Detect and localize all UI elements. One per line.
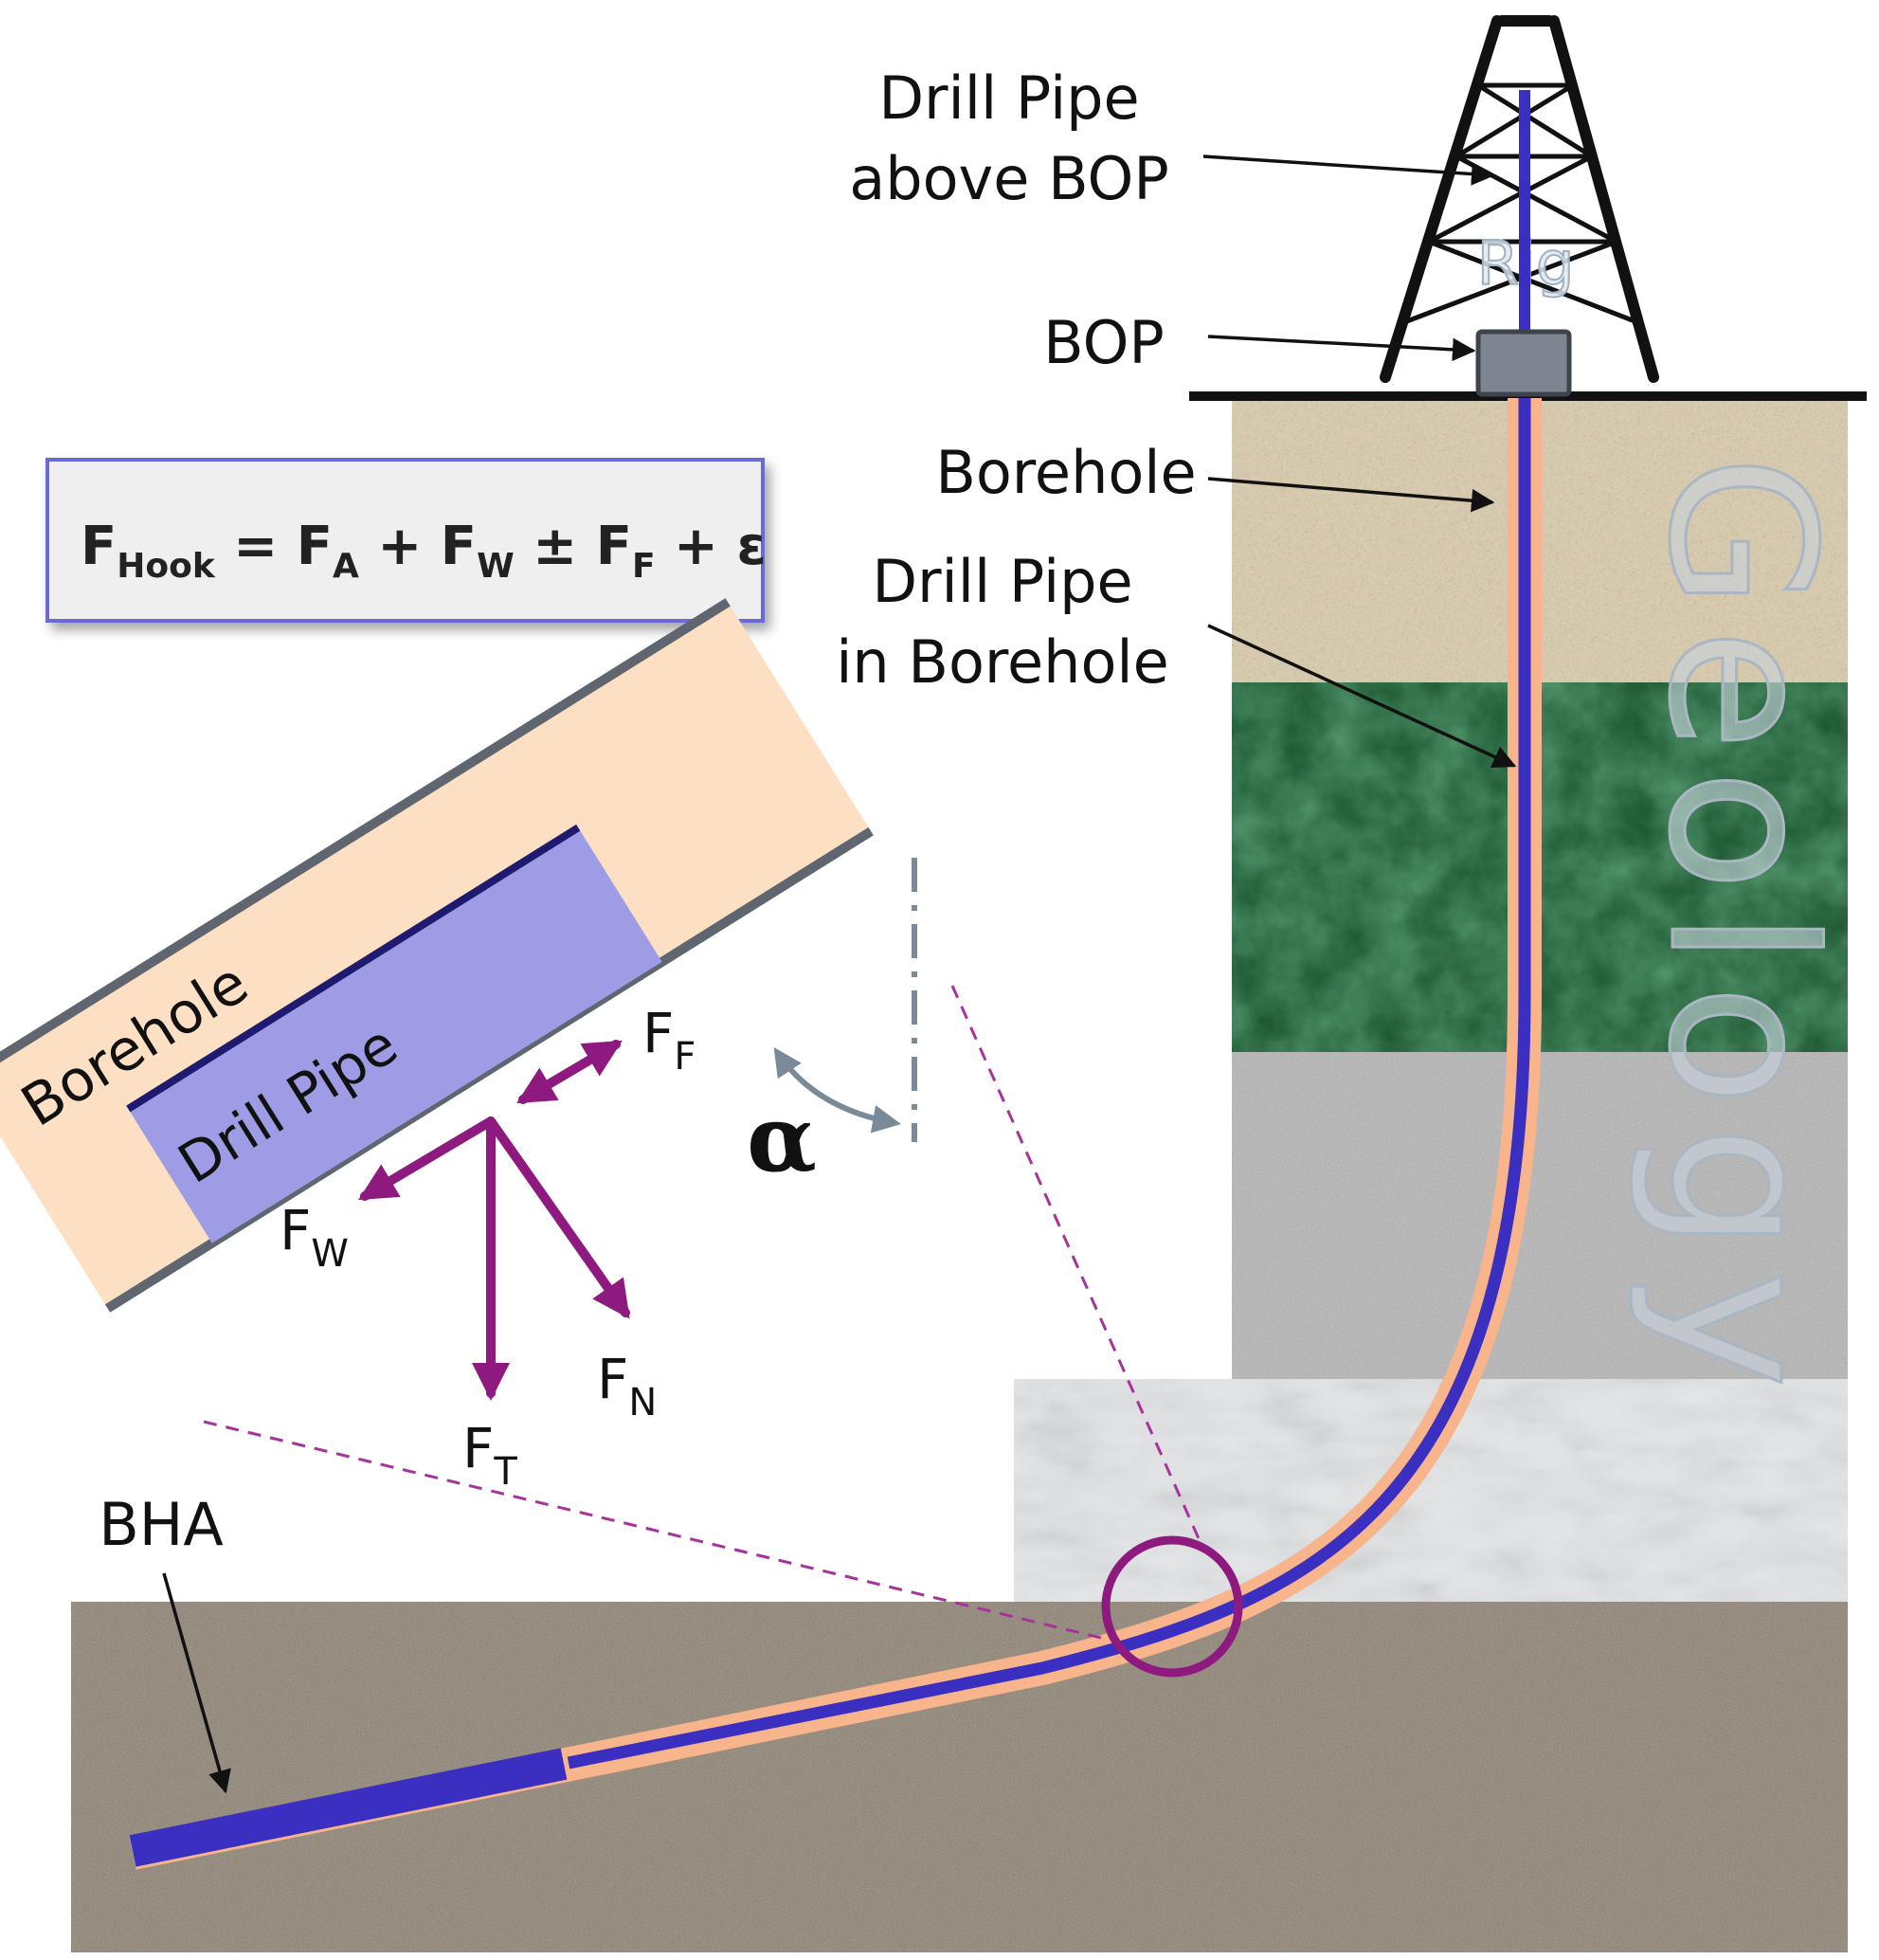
label-drill-pipe-above-bop-line1: Drill Pipe: [878, 64, 1139, 133]
pointer-drill-pipe-in-borehole: [1207, 624, 1517, 768]
alpha-label: α: [747, 1085, 817, 1192]
formula-box: [45, 458, 765, 623]
force-ff-arrow: [516, 1040, 623, 1104]
force-fn-main: F: [597, 1347, 628, 1411]
layer-granite: [1232, 1052, 1848, 1379]
detail-highlight-circle: [1101, 1535, 1243, 1678]
formula-plus-minus: ±: [515, 516, 596, 577]
bop-block: [1475, 329, 1572, 397]
force-fw-main: F: [280, 1198, 311, 1262]
pointer-bha: [162, 1572, 231, 1794]
force-ff-sub: F: [674, 1035, 696, 1079]
formula-plus-1: +: [359, 516, 441, 577]
layer-marble: [1014, 1379, 1848, 1602]
zoom-line-lower: [203, 1420, 1110, 1642]
formula-sub-hook: Hook: [117, 547, 216, 586]
formula-f-a: F: [297, 516, 333, 577]
formula-equals: =: [215, 516, 297, 577]
force-fn-arrow: [486, 1116, 630, 1319]
label-drill-pipe-in-borehole-line1: Drill Pipe: [872, 547, 1132, 616]
label-drill-pipe-in-borehole-line2: in Borehole: [836, 627, 1169, 697]
force-fn-sub: N: [628, 1381, 657, 1425]
force-ft-main: F: [462, 1416, 494, 1480]
bha-tool: [129, 1748, 568, 1867]
zoom-line-upper: [950, 985, 1203, 1546]
hook-load-formula: FHook = FA + FW ± FF + ε: [81, 516, 767, 586]
force-vectors: [358, 1040, 630, 1401]
force-fw-arrow: [358, 1116, 496, 1201]
label-bha: BHA: [99, 1490, 224, 1559]
layer-bottom-sand: [71, 1602, 1848, 1952]
formula-epsilon: ε: [736, 516, 766, 577]
drill-pipe-path: [567, 398, 1531, 1769]
force-fw-label: FW: [280, 1198, 349, 1276]
formula-sub-f: F: [632, 547, 656, 586]
formula-f-hook: F: [81, 516, 117, 577]
pointer-drill-pipe-above-bop: [1202, 154, 1495, 186]
formula-f-w: F: [441, 516, 477, 577]
force-ff-main: F: [642, 1001, 674, 1065]
force-ft-label: FT: [462, 1416, 517, 1494]
label-drill-pipe-above-bop-line2: above BOP: [849, 144, 1168, 213]
pointer-bop: [1207, 335, 1476, 362]
detail-borehole-wall-top: [0, 598, 731, 1084]
formula-plus-2: +: [656, 516, 737, 577]
force-fn-label: FN: [597, 1347, 657, 1425]
force-fw-sub: W: [311, 1232, 349, 1276]
force-ft-sub: T: [493, 1450, 517, 1494]
detail-drill-pipe-edge: [126, 824, 581, 1113]
detail-inset: [0, 598, 874, 1313]
label-bop: BOP: [1043, 308, 1165, 377]
formula-sub-a: A: [333, 547, 359, 586]
geology-watermark: Geology: [1625, 455, 1857, 1407]
label-borehole-right: Borehole: [935, 438, 1196, 507]
alpha-angle-arc: [773, 1047, 901, 1134]
formula-sub-w: W: [477, 547, 515, 586]
pointer-borehole-right: [1207, 477, 1495, 513]
formula-f-f: F: [596, 516, 632, 577]
detail-drill-pipe-body: [128, 827, 662, 1243]
force-ff-label: FF: [642, 1001, 696, 1079]
